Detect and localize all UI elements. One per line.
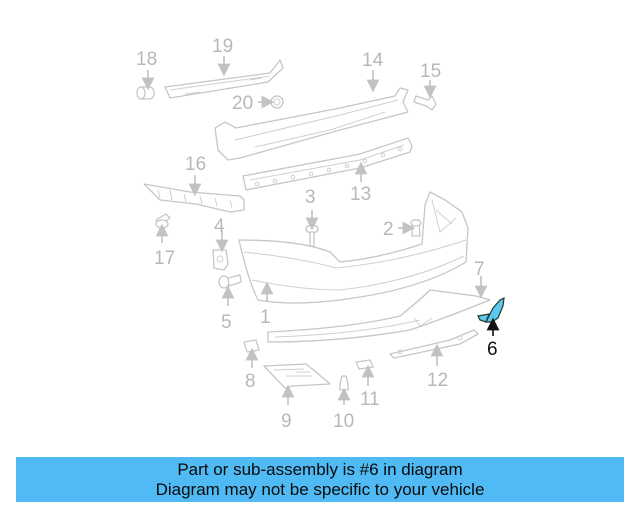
info-banner: Part or sub-assembly is #6 in diagram Di… [16, 457, 624, 502]
part-4-bracket[interactable] [212, 249, 229, 271]
callout-9[interactable]: 9 [281, 411, 292, 432]
part-3-clip[interactable] [305, 224, 319, 247]
callout-16[interactable]: 16 [185, 154, 206, 175]
callout-18[interactable]: 18 [136, 49, 157, 70]
part-9-undercover[interactable] [263, 363, 331, 389]
callout-15[interactable]: 15 [420, 61, 441, 82]
callout-7[interactable]: 7 [474, 259, 485, 280]
callout-10[interactable]: 10 [333, 411, 354, 432]
callout-4[interactable]: 4 [214, 216, 225, 237]
callout-20[interactable]: 20 [232, 93, 253, 114]
part-15-bolt[interactable] [413, 95, 437, 111]
part-19-retainer[interactable] [164, 59, 284, 99]
part-11-clip[interactable] [355, 359, 374, 370]
banner-part-reference: Part or sub-assembly is #6 in diagram [177, 459, 463, 479]
part-7-lower-spoiler[interactable] [267, 289, 491, 343]
callout-11[interactable]: 11 [360, 389, 380, 410]
part-10-push-pin[interactable] [339, 375, 349, 391]
banner-disclaimer: Diagram may not be specific to your vehi… [155, 479, 485, 499]
part-17-screw[interactable] [155, 213, 171, 229]
callout-6[interactable]: 6 [487, 339, 498, 360]
callout-13[interactable]: 13 [350, 184, 371, 205]
part-5-screw[interactable] [218, 274, 242, 289]
callout-2[interactable]: 2 [383, 219, 394, 240]
callout-1[interactable]: 1 [260, 307, 271, 328]
parts-diagram: 18 19 20 14 15 13 16 [136, 36, 505, 432]
part-1-bumper-cover[interactable] [238, 191, 469, 304]
part-16-side-retainer[interactable] [143, 183, 245, 213]
part-18-clip[interactable] [136, 86, 155, 100]
part-13-absorber[interactable] [242, 137, 413, 191]
part-14-reinforcement[interactable] [214, 87, 409, 161]
part-2-clip[interactable] [410, 219, 422, 237]
callout-12[interactable]: 12 [427, 370, 448, 391]
part-20-nut[interactable] [270, 95, 284, 109]
callout-3[interactable]: 3 [305, 187, 316, 208]
callout-8[interactable]: 8 [245, 371, 256, 392]
part-8-clip[interactable] [243, 339, 260, 353]
part-12-moulding[interactable] [389, 329, 479, 359]
callout-17[interactable]: 17 [154, 248, 175, 269]
callout-19[interactable]: 19 [212, 36, 233, 57]
callout-5[interactable]: 5 [221, 312, 232, 333]
callout-14[interactable]: 14 [362, 50, 384, 71]
